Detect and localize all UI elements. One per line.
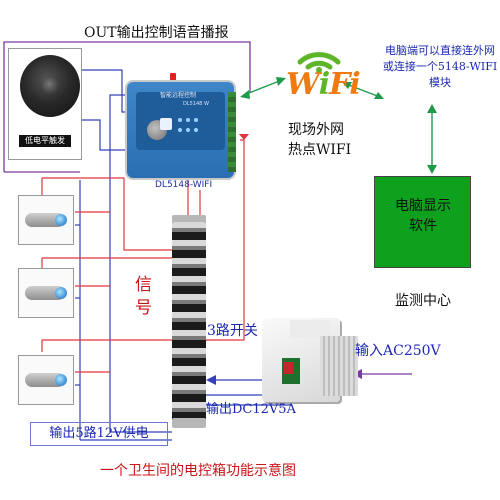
sensor-lens: [55, 287, 67, 299]
speaker-trigger-tag: 低电平触发: [19, 135, 71, 147]
wifi-link-right: [342, 82, 384, 99]
five-way-output-label: 输出5路12V供电: [30, 422, 168, 446]
signal-label: 信号: [135, 275, 152, 318]
ac-input-label: 输入AC250V: [355, 343, 441, 359]
sensor-box-2: [18, 268, 74, 318]
power-supply-indicator: [284, 362, 294, 374]
speaker-cone: [42, 76, 60, 96]
wifi-letter: F: [329, 67, 350, 102]
computer-display-software: [374, 176, 471, 268]
terminal-block-icon: [172, 222, 206, 422]
status-led: [186, 128, 190, 132]
pc-connection-note: 电脑端可以直接连外网或连接一个5148-WIFI模块: [382, 44, 498, 89]
dc-output-arrow: [206, 375, 262, 385]
computer-link-arrow: [427, 104, 437, 174]
sensor-lens: [55, 214, 67, 226]
hotspot-line-1: 现场外网: [288, 122, 344, 138]
controller-label: DL5148-WIFI: [155, 180, 213, 190]
status-led: [194, 118, 198, 122]
controller-antenna: [170, 73, 176, 85]
wifi-link-left: [240, 77, 286, 99]
monitor-center-label: 监测中心: [395, 293, 451, 309]
wifi-letter: W: [286, 67, 320, 102]
status-led: [178, 118, 182, 122]
sensor-box-1: [18, 195, 74, 245]
hotspot-line-2: 热点WIFI: [288, 142, 352, 158]
status-led: [194, 128, 198, 132]
hotspot-label: 现场外网 热点WIFI: [288, 120, 351, 160]
wifi-icon: [297, 52, 341, 73]
wifi-letter: i: [318, 67, 330, 102]
wifi-logo-text: WiFi: [286, 67, 361, 102]
three-way-switch-label: 3路开关: [207, 323, 258, 339]
wifi-letter: i: [349, 67, 360, 102]
status-led: [186, 118, 190, 122]
controller-logo: [160, 118, 172, 130]
title-output-voice-broadcast: OUT输出控制语音播报: [84, 25, 229, 41]
dc-output-label: 输出DC12V5A: [206, 402, 296, 417]
terminal-cap-bottom: [172, 418, 206, 428]
controller-model: DL5148 W: [183, 101, 209, 107]
sensor-box-3: [18, 355, 74, 405]
power-supply-top: [290, 320, 330, 338]
status-led: [178, 128, 182, 132]
computer-label: 电脑显示软件: [395, 198, 451, 234]
controller-title: 智能远程控制: [160, 92, 197, 99]
controller-terminal-strip: [228, 92, 236, 172]
ac-input-arrow: [352, 369, 412, 379]
speaker-control-wire: [3, 41, 251, 173]
diagram-caption: 一个卫生间的电控箱功能示意图: [100, 463, 296, 479]
signal-wires-red: [41, 139, 245, 373]
terminal-cap-top: [172, 215, 206, 225]
sensor-lens: [55, 374, 67, 386]
power-supply-heatsink: [320, 336, 358, 396]
